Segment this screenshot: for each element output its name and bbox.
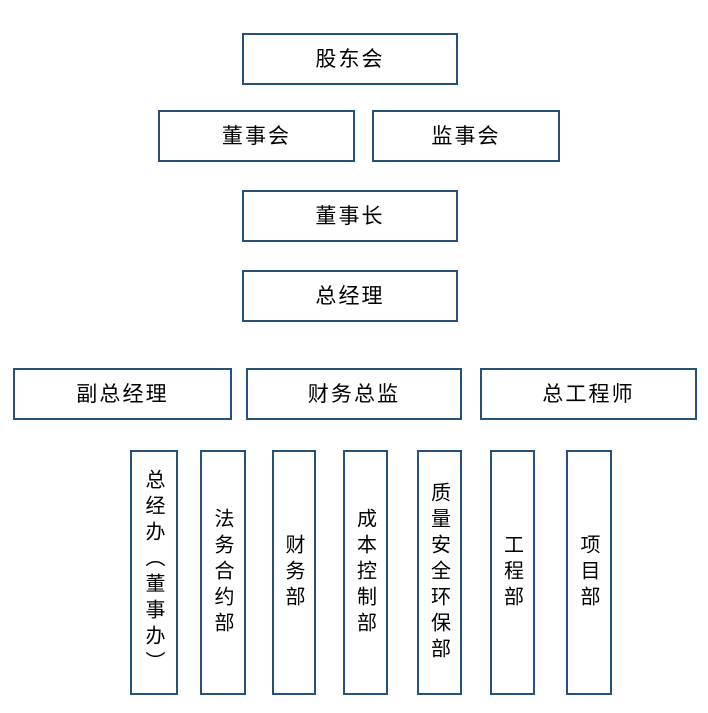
org-node-label: 股东会: [315, 46, 385, 71]
org-node-label: 项目部: [577, 533, 601, 612]
org-node-finance-dept[interactable]: 财务部: [272, 450, 316, 695]
org-node-label: 财务部: [282, 533, 306, 612]
org-node-board-of-directors[interactable]: 董事会: [158, 110, 355, 162]
org-node-label: 质量安全环保部: [427, 481, 452, 664]
org-node-label: 副总经理: [76, 381, 169, 406]
org-node-label: 法务合约部: [211, 507, 235, 638]
org-node-label: 总经理: [315, 283, 385, 308]
org-node-label: 董事会: [221, 123, 292, 148]
org-node-chief-engineer[interactable]: 总工程师: [480, 368, 697, 420]
org-node-label: 监事会: [431, 123, 501, 148]
org-node-project-dept[interactable]: 项目部: [566, 450, 612, 695]
org-node-chief-financial-officer[interactable]: 财务总监: [246, 368, 462, 420]
org-node-board-of-supervisors[interactable]: 监事会: [372, 110, 560, 162]
org-node-gm-office[interactable]: 总经办（董事办）: [130, 450, 178, 695]
org-node-label: 总经办（董事办）: [142, 468, 166, 677]
org-node-label: 成本控制部: [353, 507, 378, 638]
org-node-shareholders[interactable]: 股东会: [242, 33, 458, 85]
org-node-chairman[interactable]: 董事长: [242, 190, 458, 242]
org-node-deputy-general-manager[interactable]: 副总经理: [13, 368, 232, 420]
org-node-quality-safety-environment-dept[interactable]: 质量安全环保部: [417, 450, 462, 695]
org-node-label: 董事长: [315, 203, 385, 228]
org-node-label: 总工程师: [542, 381, 635, 406]
org-node-label: 财务总监: [307, 381, 401, 406]
org-node-legal-contract-dept[interactable]: 法务合约部: [200, 450, 246, 695]
org-node-general-manager[interactable]: 总经理: [242, 270, 458, 322]
org-node-engineering-dept[interactable]: 工程部: [490, 450, 535, 695]
org-node-label: 工程部: [500, 533, 525, 612]
org-node-cost-control-dept[interactable]: 成本控制部: [343, 450, 388, 695]
